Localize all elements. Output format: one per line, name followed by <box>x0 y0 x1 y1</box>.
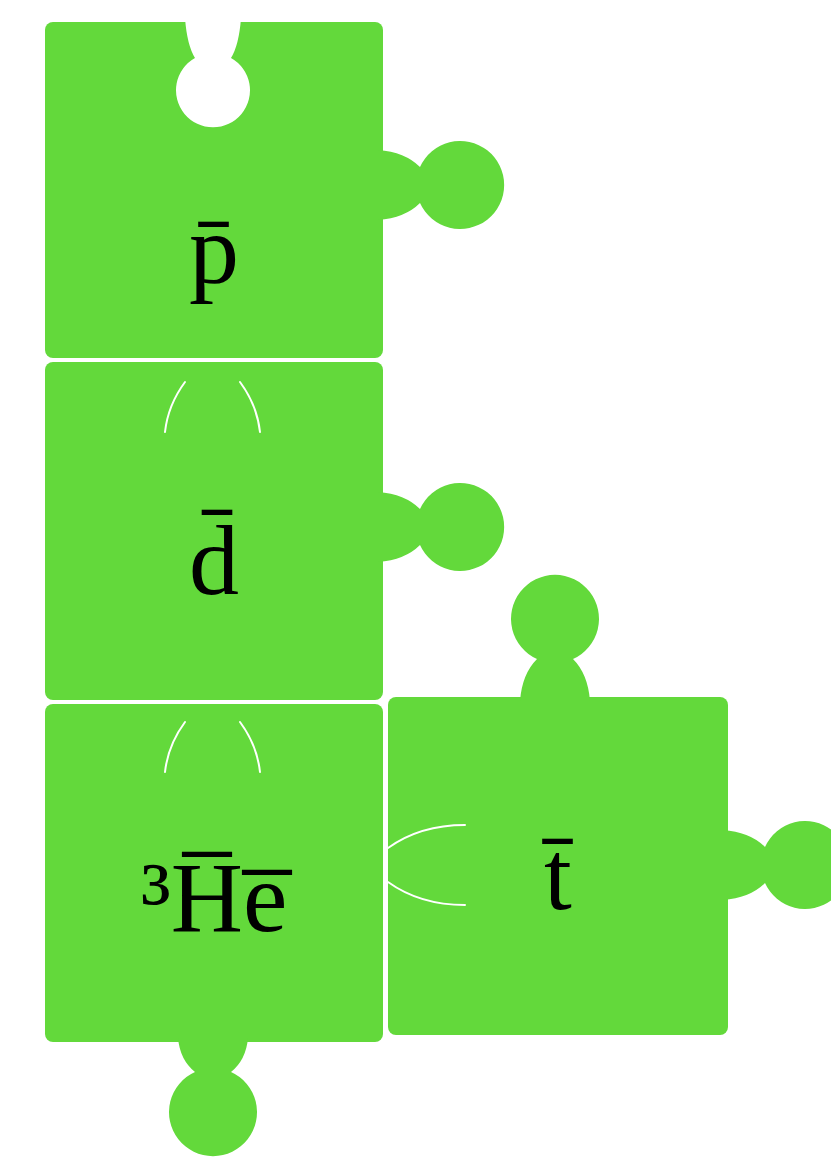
piece-body <box>45 362 383 700</box>
puzzle-piece: ³H̅e̅ <box>45 704 383 1042</box>
puzzle-piece: t̄ <box>388 697 728 1035</box>
interlock-line <box>165 722 185 772</box>
piece-tab <box>169 1038 257 1156</box>
puzzle-piece: d̄ <box>45 362 383 700</box>
interlock-line <box>240 722 260 772</box>
piece-tab <box>511 575 599 701</box>
particle-label: ³H̅e̅ <box>141 843 288 953</box>
piece-tab <box>378 141 504 229</box>
particle-label: t̄ <box>544 821 572 931</box>
piece-tab <box>378 483 504 571</box>
puzzle-piece: p̄ <box>45 22 383 358</box>
particle-label: d̄ <box>189 506 239 616</box>
piece-body <box>45 704 383 1042</box>
interlock-line <box>388 825 465 848</box>
piece-hole <box>176 18 250 127</box>
piece-body <box>388 697 728 1035</box>
piece-tab <box>723 821 831 909</box>
interlock-line <box>165 382 185 432</box>
interlock-line <box>388 882 465 905</box>
interlock-line <box>240 382 260 432</box>
particle-label: p̄ <box>189 195 239 305</box>
